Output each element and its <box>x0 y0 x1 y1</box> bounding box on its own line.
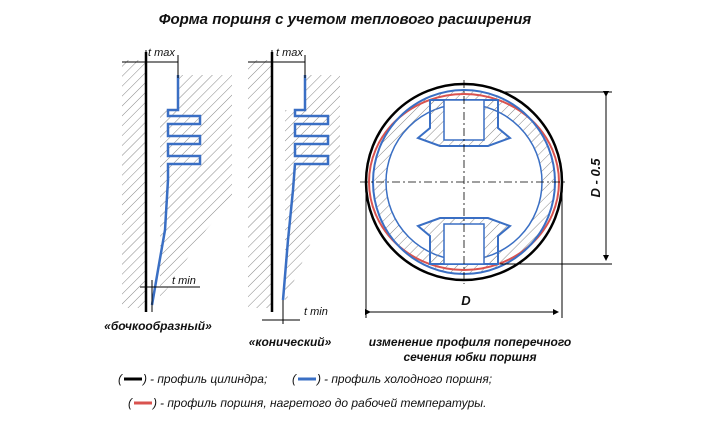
legend-text-cylinder: - профиль цилиндра; <box>150 372 267 386</box>
legend-text-hot: - профиль поршня, нагретого до рабочей т… <box>160 396 486 410</box>
legend-item-cylinder: ( ) - профиль цилиндра; <box>118 372 267 386</box>
tmin-label: t min <box>304 306 328 318</box>
svg-text:): ) <box>151 396 157 410</box>
legend-item-hot: ( ) - профиль поршня, нагретого до рабоч… <box>128 396 486 410</box>
cylinder-wall-hatch <box>122 60 146 308</box>
d-minus-label: D - 0.5 <box>588 158 603 198</box>
cylinder-wall-hatch <box>248 60 272 308</box>
legend-item-cold: ( ) - профиль холодного поршня; <box>292 372 492 386</box>
conical-profile-drawing: t max t min «конический» <box>248 47 340 349</box>
barrel-profile-drawing: t max t min «бочкообразный» <box>104 47 232 333</box>
svg-text:(: ( <box>118 372 124 386</box>
d-label: D <box>461 293 471 308</box>
piston-hatch <box>285 75 340 305</box>
cold-piston-outline <box>150 75 202 306</box>
cold-piston-outline <box>281 75 330 301</box>
svg-text:(: ( <box>128 396 134 410</box>
tmax-label: t max <box>276 47 303 59</box>
section-caption-line1: изменение профиля поперечного <box>369 335 572 349</box>
legend-text-cold: - профиль холодного поршня; <box>324 372 492 386</box>
barrel-caption: «бочкообразный» <box>104 319 212 333</box>
piston-hatch <box>160 75 232 298</box>
tmax-label: t max <box>148 47 175 59</box>
svg-text:): ) <box>141 372 147 386</box>
tmin-label: t min <box>172 275 196 287</box>
svg-text:): ) <box>315 372 321 386</box>
diagram-title: Форма поршня с учетом теплового расширен… <box>159 11 532 28</box>
conical-caption: «конический» <box>249 335 332 349</box>
cross-section-drawing: D - 0.5 D изменение профиля поперечного … <box>360 80 612 364</box>
svg-text:(: ( <box>292 372 298 386</box>
section-caption-line2: сечения юбки поршня <box>403 350 536 364</box>
legend: ( ) - профиль цилиндра; ( ) - профиль хо… <box>118 372 492 410</box>
